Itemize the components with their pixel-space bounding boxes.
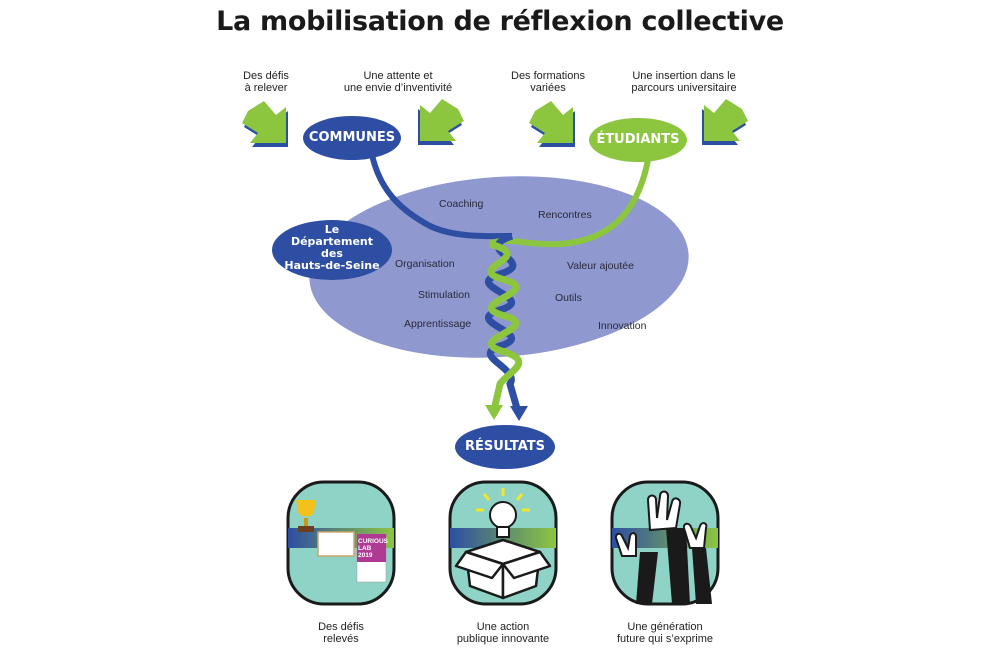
- communes-bubble: [303, 116, 401, 160]
- etudiants-strand: [488, 159, 651, 248]
- arrow-icon: [418, 99, 464, 145]
- keyword-innovation: Innovation: [598, 320, 647, 332]
- departement-label: Le Département des Hauts-de-Seine: [284, 223, 380, 272]
- keyword-organisation: Organisation: [395, 258, 455, 270]
- resultats-bubble: [455, 425, 555, 469]
- page-title: La mobilisation de réflexion collective: [216, 6, 784, 37]
- helix: [485, 232, 528, 421]
- keyword-coaching: Coaching: [439, 198, 484, 210]
- arrow-icon: [242, 101, 288, 147]
- keyword-stimulation: Stimulation: [418, 289, 470, 301]
- resultats-label: RÉSULTATS: [464, 439, 546, 454]
- keyword-outils: Outils: [555, 292, 582, 304]
- arrow-icon: [529, 101, 575, 147]
- outcome-panel-2: [448, 480, 558, 606]
- etudiants-label: ÉTUDIANTS: [596, 132, 680, 147]
- trophy-icon: [296, 500, 316, 532]
- certificate-icon: [317, 531, 355, 557]
- outcome-panel-3: [610, 480, 720, 606]
- poster-icon: [356, 533, 387, 583]
- keyword-valeur-ajoutee: Valeur ajoutée: [567, 260, 634, 272]
- communes-strand: [369, 154, 513, 240]
- outcome-panel-1: [286, 480, 396, 606]
- keyword-apprentissage: Apprentissage: [404, 318, 472, 330]
- communes-label: COMMUNES: [308, 130, 396, 145]
- departement-bubble: [272, 220, 392, 280]
- etudiants-bubble: [589, 118, 687, 162]
- keyword-rencontres: Rencontres: [538, 209, 592, 221]
- box-icon: [454, 538, 552, 600]
- lightbulb-icon: [476, 488, 530, 538]
- arrow-icon: [702, 99, 748, 145]
- raised-hands-icon: [614, 490, 712, 604]
